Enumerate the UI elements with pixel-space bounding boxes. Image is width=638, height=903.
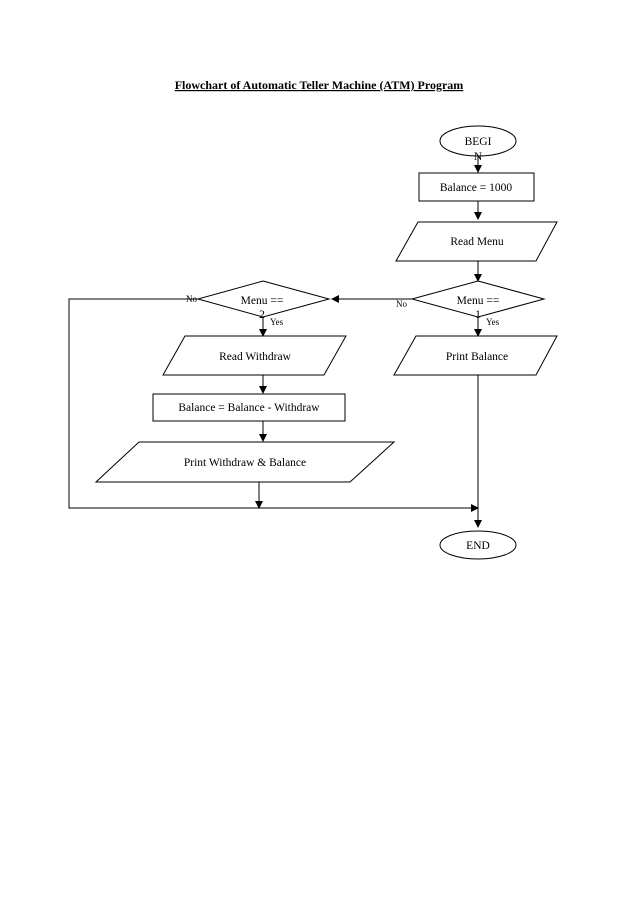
print-withdraw-balance-output xyxy=(94,441,396,483)
update-balance-label: Balance = Balance - Withdraw xyxy=(178,402,320,414)
decision-menu-2-line1: Menu == xyxy=(241,295,284,307)
init-balance-process xyxy=(418,172,535,202)
print-balance-output xyxy=(393,335,558,376)
init-balance-label: Balance = 1000 xyxy=(440,182,513,194)
read-withdraw-input xyxy=(162,335,347,376)
read-menu-input xyxy=(395,221,558,262)
print-balance-label: Print Balance xyxy=(446,351,508,363)
decision-menu-1 xyxy=(410,280,546,318)
page-title: Flowchart of Automatic Teller Machine (A… xyxy=(175,78,464,92)
read-withdraw-label: Read Withdraw xyxy=(219,351,292,363)
decision-1-no-label: No xyxy=(396,299,407,309)
decision-menu-2 xyxy=(196,280,331,318)
begin-label-line2: N xyxy=(474,151,483,163)
decision-1-yes-label: Yes xyxy=(486,317,500,327)
begin-label-line1: BEGI xyxy=(465,136,492,148)
decision-2-yes-label: Yes xyxy=(270,317,284,327)
update-balance-process xyxy=(152,393,346,422)
begin-terminator xyxy=(439,125,517,157)
connector-decision2-no-loop xyxy=(68,298,479,512)
decision-menu-1-line1: Menu == xyxy=(457,295,500,307)
end-terminator xyxy=(439,530,517,560)
decision-2-no-label: No xyxy=(186,294,197,304)
print-withdraw-balance-label: Print Withdraw & Balance xyxy=(184,457,306,469)
read-menu-label: Read Menu xyxy=(450,236,504,248)
decision-menu-2-line2: 2 xyxy=(259,309,265,321)
end-label: END xyxy=(466,540,490,552)
decision-menu-1-line2: 1 xyxy=(475,309,481,321)
